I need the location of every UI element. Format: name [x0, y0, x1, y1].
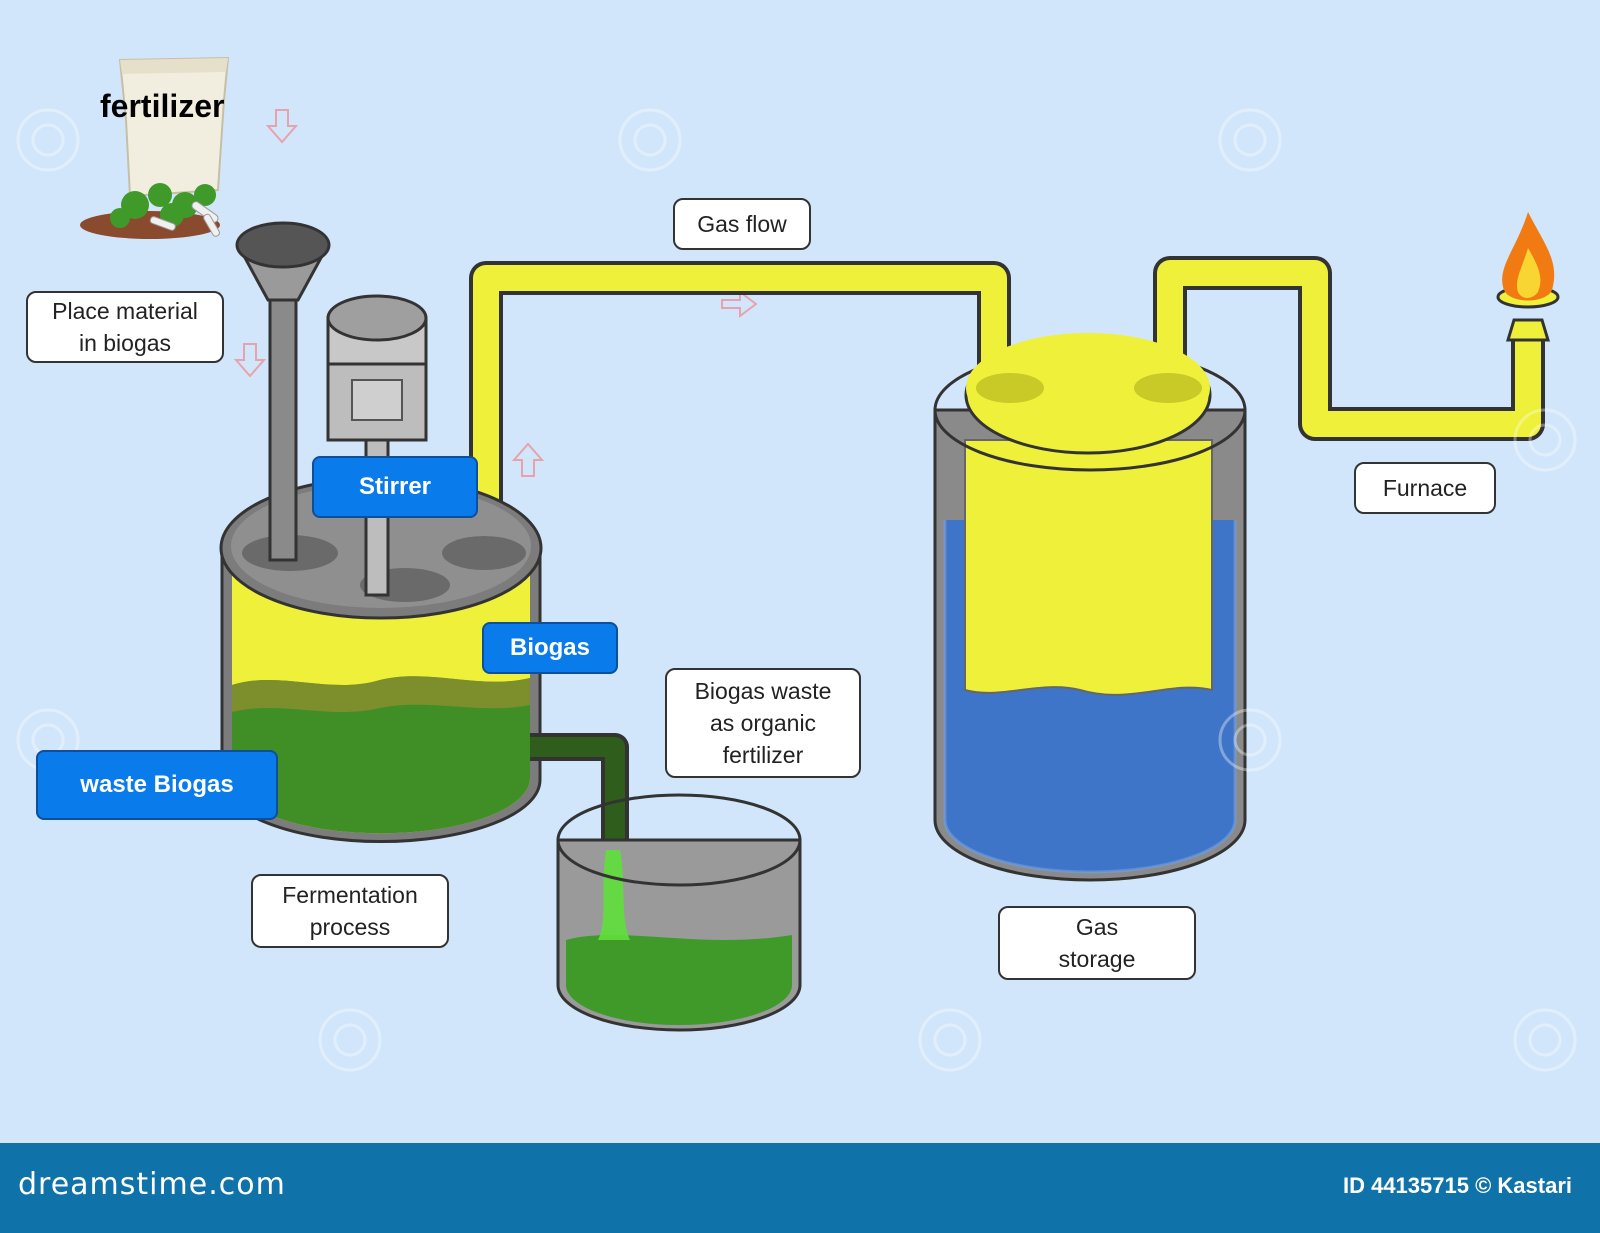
- watermark-icons: [16, 108, 1577, 1072]
- footer-image-id: ID 44135715 © Kastari: [1342, 1173, 1572, 1198]
- fertilizer-bag-icon: [80, 56, 230, 239]
- waste-outlet-pipe: [530, 733, 629, 840]
- gas-storage-label: Gas storage: [998, 906, 1196, 980]
- stirrer-tag: Stirrer: [312, 456, 478, 518]
- footer-brand: dreamstime.com: [18, 1167, 286, 1202]
- biogas-tag: Biogas: [482, 622, 618, 674]
- biogas-waste-fertilizer-label: Biogas waste as organic fertilizer: [665, 668, 861, 778]
- furnace-pipe: [1153, 256, 1545, 441]
- fermentation-process-label: Fermentation process: [251, 874, 449, 948]
- gas-pipe: [469, 261, 1011, 556]
- fertilizer-title: fertilizer: [100, 88, 225, 124]
- gas-storage-tank: [933, 333, 1247, 882]
- place-material-label: Place material in biogas: [26, 291, 224, 363]
- gas-flow-label: Gas flow: [673, 198, 811, 250]
- feed-funnel: [235, 221, 331, 562]
- furnace-label: Furnace: [1354, 462, 1496, 514]
- furnace-flame-icon: [1496, 212, 1560, 342]
- waste-biogas-tag: waste Biogas: [36, 750, 278, 820]
- waste-tank: [556, 793, 802, 1032]
- footer-bar: dreamstime.com ID 44135715 © Kastari: [0, 1143, 1600, 1233]
